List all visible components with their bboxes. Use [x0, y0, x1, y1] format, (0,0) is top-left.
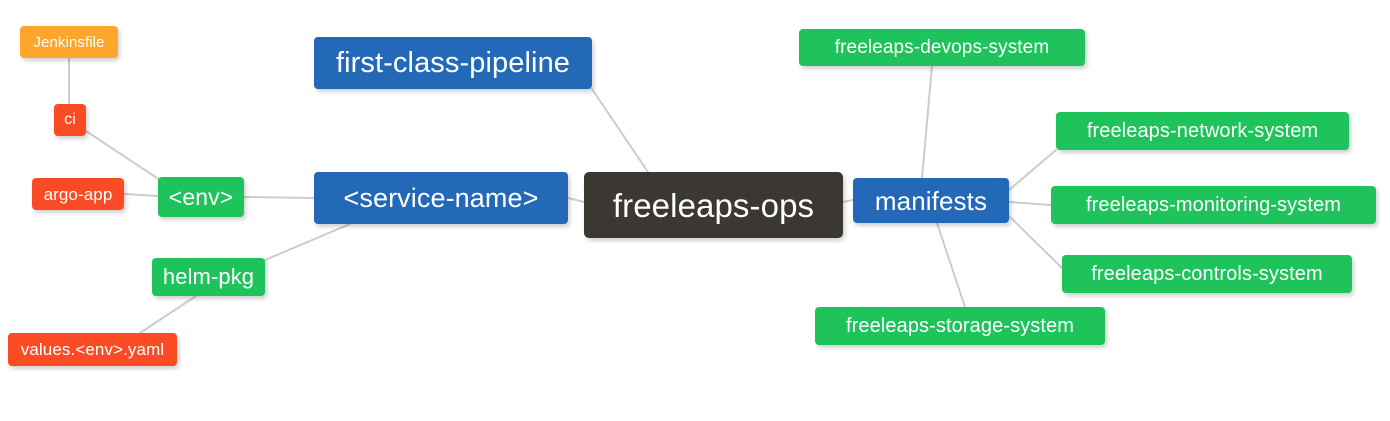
mindmap-node-label: manifests — [874, 185, 988, 216]
edge-freeleaps-devops-system-to-manifests — [921, 65, 933, 179]
mindmap-node-freeleaps-controls-system[interactable]: freeleaps-controls-system — [1062, 255, 1352, 293]
mindmap-node-env[interactable]: <env> — [158, 177, 244, 217]
mindmap-node-freeleaps-ops[interactable]: freeleaps-ops — [584, 172, 843, 238]
edge-freeleaps-network-system-to-manifests — [1008, 149, 1057, 191]
mindmap-node-label: values.<env>.yaml — [20, 340, 165, 359]
mindmap-node-jenkinsfile[interactable]: Jenkinsfile — [20, 26, 118, 58]
mindmap-node-label: first-class-pipeline — [335, 46, 571, 79]
mindmap-node-label: freeleaps-ops — [612, 186, 815, 224]
mindmap-node-values-env-yaml[interactable]: values.<env>.yaml — [8, 333, 177, 366]
mindmap-node-ci[interactable]: ci — [54, 104, 86, 136]
mindmap-node-freeleaps-devops-system[interactable]: freeleaps-devops-system — [799, 29, 1085, 66]
mindmap-node-helm-pkg[interactable]: helm-pkg — [152, 258, 265, 296]
mindmap-node-service-name[interactable]: <service-name> — [314, 172, 568, 224]
mindmap-node-label: <env> — [168, 183, 234, 210]
mindmap-node-label: freeleaps-monitoring-system — [1085, 194, 1341, 216]
mindmap-node-label: <service-name> — [343, 182, 539, 213]
mindmap-node-freeleaps-storage-system[interactable]: freeleaps-storage-system — [815, 307, 1105, 345]
mindmap-node-argo-app[interactable]: argo-app — [32, 178, 124, 210]
mindmap-node-manifests[interactable]: manifests — [853, 178, 1009, 223]
edge-env-to-service-name — [243, 196, 315, 199]
mindmap-node-label: argo-app — [43, 184, 113, 204]
edge-ci-to-env — [85, 130, 161, 181]
mindmap-node-label: ci — [64, 111, 76, 128]
mindmap-node-freeleaps-monitoring-system[interactable]: freeleaps-monitoring-system — [1051, 186, 1376, 224]
mindmap-node-label: freeleaps-network-system — [1086, 120, 1319, 142]
edge-argo-app-to-env — [123, 193, 159, 197]
mindmap-node-label: Jenkinsfile — [33, 33, 105, 51]
mindmap-node-freeleaps-network-system[interactable]: freeleaps-network-system — [1056, 112, 1349, 150]
edge-freeleaps-ops-to-manifests — [842, 199, 854, 203]
edge-values-env-yaml-to-helm-pkg — [139, 295, 197, 334]
mindmap-node-label: freeleaps-storage-system — [845, 315, 1075, 337]
mindmap-node-label: freeleaps-devops-system — [834, 37, 1050, 58]
mindmap-node-label: helm-pkg — [162, 264, 255, 289]
edge-service-name-to-freeleaps-ops — [567, 197, 585, 203]
edge-first-class-pipeline-to-freeleaps-ops — [591, 88, 649, 173]
edge-freeleaps-monitoring-system-to-manifests — [1008, 201, 1052, 206]
edge-helm-pkg-to-service-name — [264, 223, 351, 261]
mindmap-node-label: freeleaps-controls-system — [1091, 263, 1323, 285]
mindmap-node-first-class-pipeline[interactable]: first-class-pipeline — [314, 37, 592, 89]
edge-freeleaps-storage-system-to-manifests — [936, 222, 966, 308]
